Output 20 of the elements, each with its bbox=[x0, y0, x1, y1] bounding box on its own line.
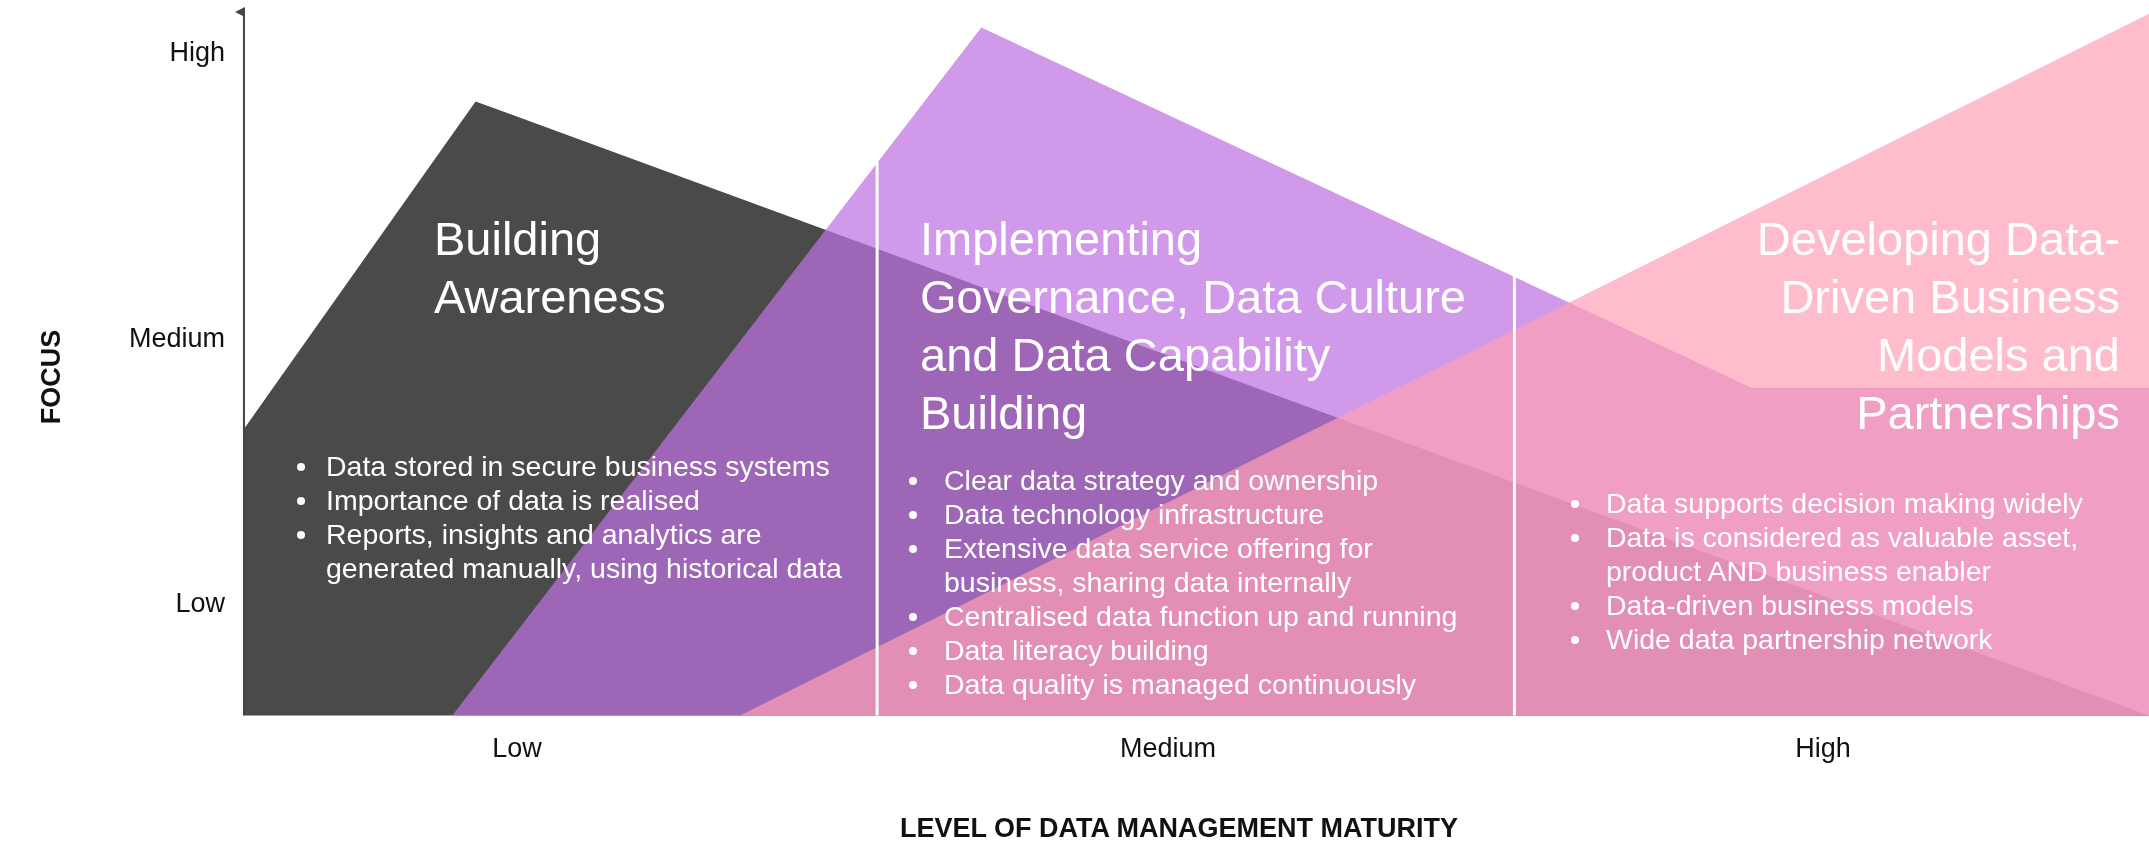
axis-tick-label: High bbox=[169, 36, 225, 68]
bullet-text: Extensive data service offering for business, sharing data internally bbox=[944, 531, 1374, 599]
stage-heading: Implementing Governance, Data Culture and Data Capability Building bbox=[920, 211, 1467, 441]
axis-tick-label: Low bbox=[492, 732, 542, 764]
stage-heading: Building Awareness bbox=[434, 211, 667, 325]
bullet-text: Centralised data function up and running bbox=[944, 599, 1459, 633]
axis-tick-label: Medium bbox=[1120, 732, 1216, 764]
bullet-text: Data is considered as valuable asset, product AND business enabler bbox=[1606, 520, 2080, 588]
axis-title: FOCUS bbox=[35, 329, 67, 425]
stage-heading: Developing Data-Driven Business Models and Partnerships bbox=[1755, 211, 2120, 441]
axis-tick-label: High bbox=[1795, 732, 1851, 764]
axis-title: LEVEL OF DATA MANAGEMENT MATURITY bbox=[900, 812, 1458, 844]
bullet-text: Data quality is managed continuously bbox=[944, 667, 1418, 701]
axis-tick-label: Medium bbox=[128, 322, 225, 354]
bullet-text: Wide data partnership network bbox=[1606, 622, 1994, 656]
bullet-text: Data supports decision making widely bbox=[1606, 486, 2084, 520]
bullet-text: Data literacy building bbox=[944, 633, 1210, 667]
bullet-text: Data-driven business models bbox=[1606, 588, 1975, 622]
bullet-text: Data technology infrastructure bbox=[944, 497, 1326, 531]
axis-tick-label: Low bbox=[175, 587, 225, 619]
